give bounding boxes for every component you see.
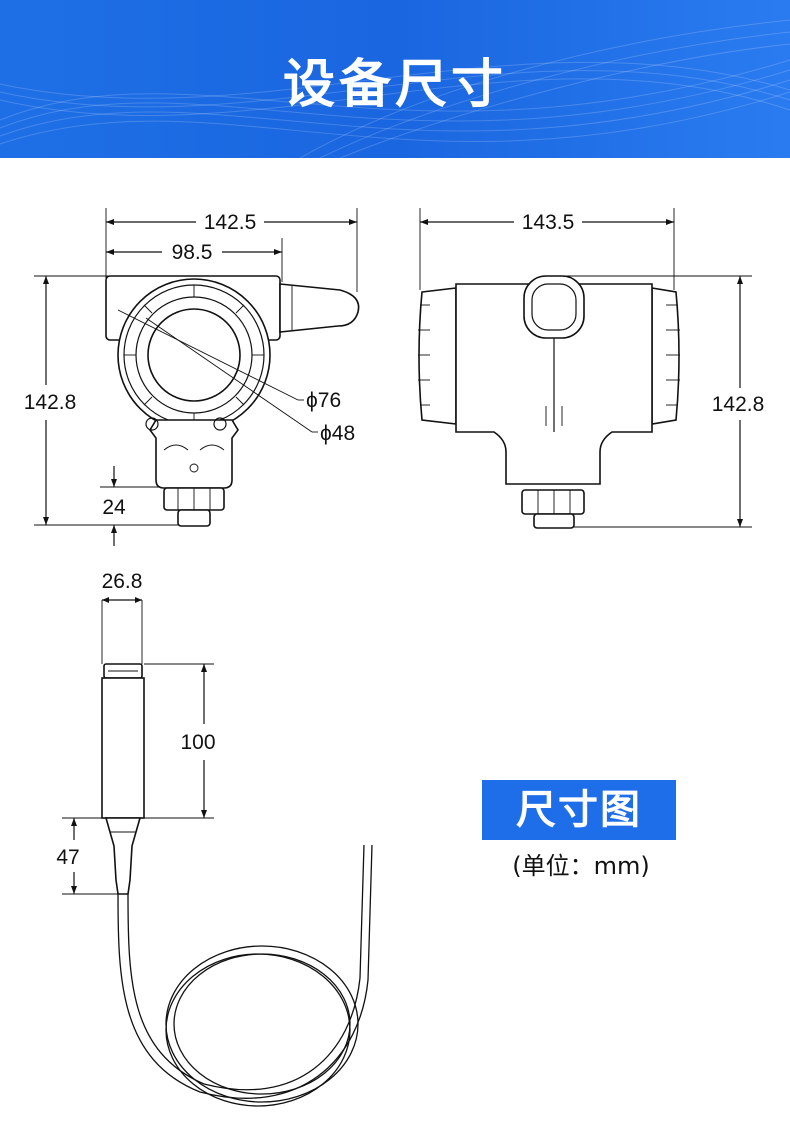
dim-inner-diameter: ϕ48 xyxy=(320,422,355,445)
wave-decoration xyxy=(0,19,790,158)
drawing-title-badge: 尺寸图 xyxy=(482,780,676,840)
dim-fitting: 24 xyxy=(102,496,126,519)
front-view: 142.5 98.5 142.8 xyxy=(24,208,360,546)
dim-front-height: 142.8 xyxy=(24,391,77,414)
side-view: 143.5 142.8 xyxy=(418,208,765,529)
dim-probe-tip: 47 xyxy=(56,846,79,869)
header-banner: 设备尺寸 xyxy=(0,0,790,158)
dim-front-width: 142.5 xyxy=(204,211,257,234)
dim-probe-length: 100 xyxy=(180,731,215,754)
dim-side-height: 142.8 xyxy=(712,393,765,416)
probe-view: 26.8 100 47 xyxy=(56,570,373,1107)
dim-side-width: 143.5 xyxy=(522,211,575,234)
unit-label: (单位：mm) xyxy=(512,852,650,880)
dim-probe-diameter: 26.8 xyxy=(102,570,143,593)
dim-body-width: 98.5 xyxy=(172,241,213,264)
dim-outer-diameter: ϕ76 xyxy=(306,389,341,412)
page-title: 设备尺寸 xyxy=(282,55,507,115)
